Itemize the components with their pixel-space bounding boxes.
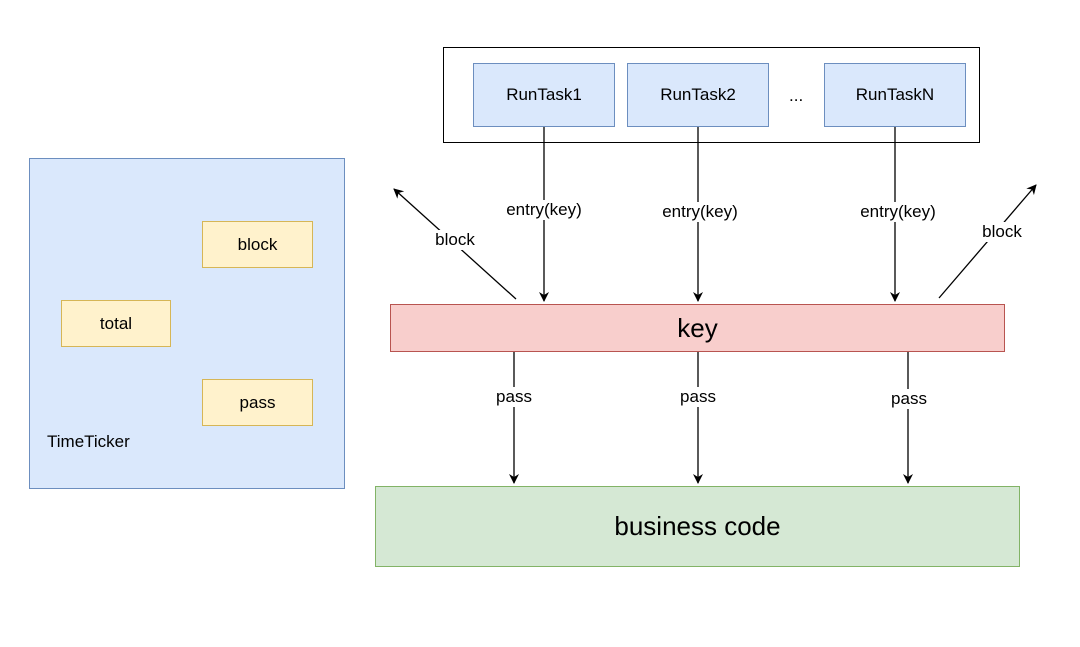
total-counter-box: total — [61, 300, 171, 347]
run-task-n-label: RunTaskN — [855, 85, 935, 104]
business-code-label: business code — [614, 511, 781, 541]
run-task-ellipsis: ... — [789, 86, 804, 105]
key-node: key — [390, 304, 1005, 352]
pass-counter-box: pass — [202, 379, 313, 426]
time-ticker-title: TimeTicker — [47, 432, 130, 451]
run-task-2-box: RunTask2 — [627, 63, 769, 127]
block-label-left: block — [434, 230, 476, 250]
run-task-n-box: RunTaskN — [824, 63, 966, 127]
run-task-1-label: RunTask1 — [506, 85, 582, 104]
run-task-2-label: RunTask2 — [660, 85, 736, 104]
pass-label-2: pass — [679, 387, 717, 407]
block-label-right: block — [981, 222, 1023, 242]
entry-label-1: entry(key) — [505, 200, 583, 220]
key-node-label: key — [677, 312, 718, 343]
pass-label-n: pass — [890, 389, 928, 409]
total-counter-label: total — [99, 313, 133, 333]
entry-label-n: entry(key) — [859, 202, 937, 222]
entry-label-2: entry(key) — [661, 202, 739, 222]
pass-counter-label: pass — [239, 392, 276, 412]
pass-label-1: pass — [495, 387, 533, 407]
business-code-node: business code — [375, 486, 1020, 567]
block-counter-label: block — [237, 234, 278, 254]
run-task-1-box: RunTask1 — [473, 63, 615, 127]
block-counter-box: block — [202, 221, 313, 268]
